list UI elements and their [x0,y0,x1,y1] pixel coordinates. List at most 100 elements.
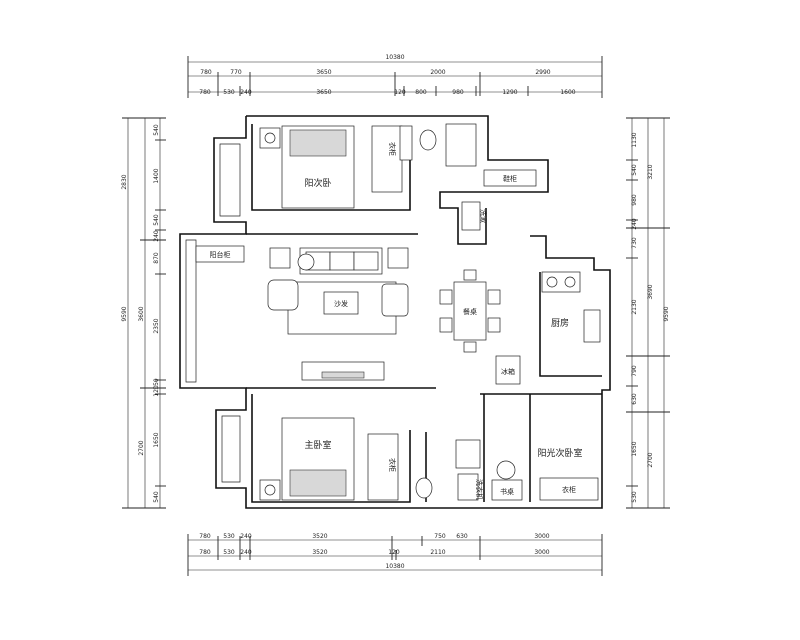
master-bedroom-label: 主卧室 [304,439,331,451]
shoe-cabinet [483,169,537,187]
left-inner-dim: 540 [153,124,160,136]
left-inner-dim: 870 [153,252,160,264]
bottom-row2-dim: 530 [223,549,235,556]
outer-walls [179,115,611,509]
top-row2-dim: 530 [223,89,235,96]
right-outer-dim: 2700 [647,452,654,467]
armchair [381,283,409,317]
person-figure [297,253,315,271]
wardrobe-label: 衣柜 [388,142,397,156]
washing-machine-label: 洗衣机 [475,479,484,500]
top-row2-dim: 240 [240,89,252,96]
kitchen-label: 厨房 [551,317,569,329]
right-inner-dim: 630 [631,393,638,405]
stove [541,271,581,293]
bottom-row1-dim: 780 [199,533,211,540]
bottom-row1-dim: 3000 [534,533,549,540]
balcony-cabinet-label: 阳台柜 [210,250,231,259]
right-inner-dim: 530 [631,491,638,503]
top-row1-dim: 3650 [316,69,331,76]
tv [321,371,365,379]
shower-area [445,123,477,167]
side-table [387,247,409,269]
right-inner-dim: 540 [631,164,638,176]
left-outer-dim: 2830 [121,174,128,189]
top-row1-dim: 2000 [430,69,445,76]
chair [439,289,453,305]
top-row2-dim: 780 [199,89,211,96]
bottom-row1-dim: 750 [434,533,446,540]
right-inner-dim: 240 [631,218,638,230]
right-inner-dim: 1650 [631,441,638,456]
top-row1-dim: 780 [200,69,212,76]
fridge [495,355,521,385]
top-row2-dim: 1600 [560,89,575,96]
bottom-row1-dim: 530 [223,533,235,540]
top-row2-dim: 120 [394,89,406,96]
toilet-icon [415,477,433,499]
sunlit-bedroom-label: 阳光次卧室 [537,447,582,459]
bottom-row2-dim: 120 [388,549,400,556]
living-room: 阳台柜 沙发 [195,245,409,381]
closet [539,477,599,501]
chair [463,341,477,353]
sunlit-bedroom: 阳光次卧室 书桌 衣柜 [491,447,599,501]
sofa-cushion [353,251,379,271]
left-dimensions [122,117,166,509]
washstand-label: 洗漱 [479,209,488,223]
bottom-row2-dim: 2110 [430,549,445,556]
washing-machine [457,473,479,501]
top-row2-dim: 3650 [316,89,331,96]
lamp-icon [264,132,276,144]
toilet-icon [419,129,437,151]
closet-label: 衣柜 [562,485,576,494]
bottom-row2-dim: 240 [240,549,252,556]
right-total-dim: 9590 [663,306,670,321]
wardrobe-label: 衣柜 [388,458,397,472]
desk-label: 书桌 [500,487,514,496]
nightstand [259,127,281,149]
top-row2-dim: 800 [415,89,427,96]
right-dimensions [626,117,670,509]
sink-counter [399,125,413,161]
left-inner-dim: 1650 [153,432,160,447]
nightstand [259,479,281,501]
wardrobe [371,125,403,193]
second-bedroom: 衣柜 阳次卧 [259,125,403,209]
left-outer-dim: 3600 [138,306,145,321]
bed-pillows [289,469,347,497]
top-total-dim: 10380 [385,54,404,61]
bottom-row1-dim: 630 [456,533,468,540]
dining-table-label: 餐桌 [463,307,477,316]
left-inner-dim: 150 [153,378,160,390]
left-inner-dim: 120 [153,385,160,397]
bottom-row2-dim: 780 [199,549,211,556]
top-row2-dim: 1290 [502,89,517,96]
right-inner-dim: 790 [631,365,638,377]
balcony-cabinet [195,245,245,263]
kitchen: 厨房 [541,271,601,343]
top-dimensions [187,56,603,98]
right-outer-dim: 3210 [647,164,654,179]
washstand [461,201,481,231]
right-inner-dim: 980 [631,194,638,206]
chair [463,269,477,281]
sofa-label: 沙发 [334,299,348,308]
chair [487,289,501,305]
coffee-table [323,291,359,315]
fridge-label: 冰箱 [501,367,515,376]
top-bathroom: 鞋柜 洗漱 [399,123,537,231]
left-inner-dim: 2350 [153,318,160,333]
dining-table [453,281,487,341]
left-inner-dim: 1400 [153,168,160,183]
bottom-row2-dim: 3520 [312,549,327,556]
bottom-bathroom: 洗衣机 [415,439,484,501]
armchair [267,279,299,311]
sofa-cushion [329,251,355,271]
chair [487,317,501,333]
second-bedroom-label: 阳次卧 [304,177,331,189]
bed-pillows [289,129,347,157]
bottom-row1-dim: 240 [240,533,252,540]
bottom-total-dim: 10380 [385,563,404,570]
